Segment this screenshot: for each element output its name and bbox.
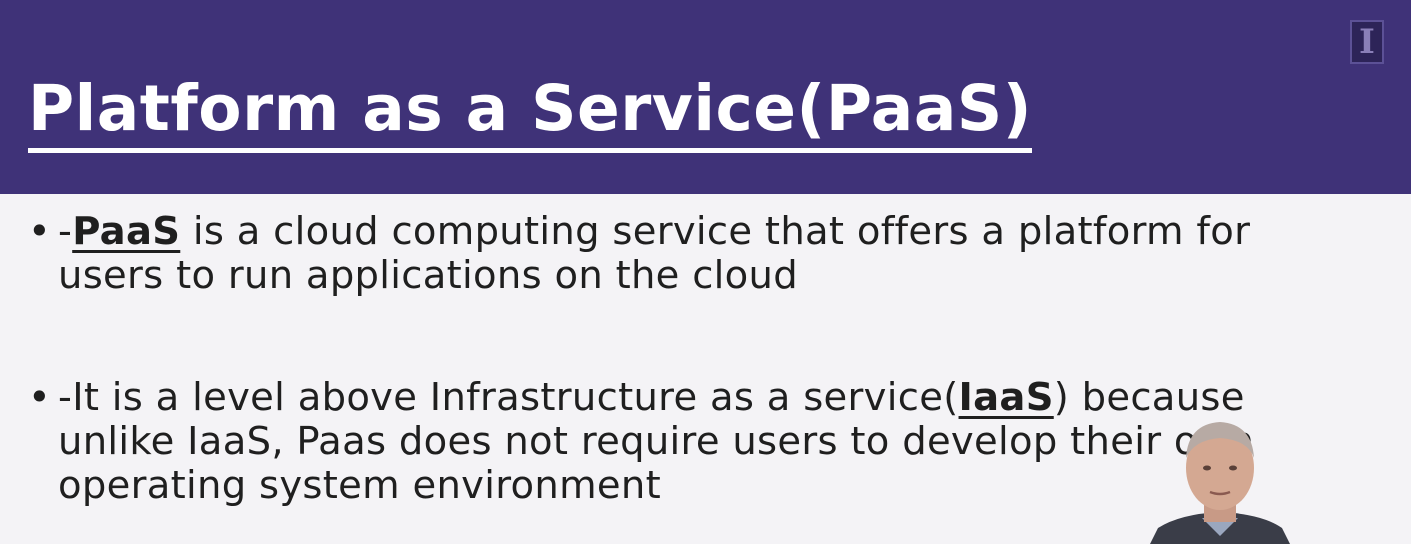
bullet-paas-definition: • -PaaS is a cloud computing service tha…	[28, 210, 1368, 298]
logo-letter: I	[1359, 22, 1375, 62]
bullet-text: -It is a level above Infrastructure as a…	[58, 376, 1368, 508]
bullet-text: -PaaS is a cloud computing service that …	[58, 210, 1368, 298]
bullet-iaas-comparison: • -It is a level above Infrastructure as…	[28, 376, 1368, 508]
bullet-marker: •	[28, 375, 52, 420]
bullet-prefix: -It is a level above Infrastructure as a…	[58, 375, 959, 420]
university-logo: I	[1350, 20, 1384, 64]
slide-header: Platform as a Service(PaaS) I	[0, 0, 1411, 194]
presenter-mouth	[1209, 490, 1231, 496]
presenter-right-eye	[1229, 465, 1237, 471]
presenter-collar	[1202, 518, 1238, 536]
slide-title: Platform as a Service(PaaS)	[28, 70, 1032, 153]
bullet-marker: •	[28, 209, 52, 254]
bullet-prefix: -	[58, 209, 73, 254]
slide-content: • -PaaS is a cloud computing service tha…	[0, 194, 1411, 544]
term-iaas: IaaS	[958, 375, 1054, 420]
presenter-hair	[1186, 422, 1254, 458]
presenter-video-overlay	[1150, 422, 1290, 544]
bullet-rest: ) because unlike IaaS, Paas does not req…	[58, 375, 1255, 508]
term-paas: PaaS	[72, 209, 181, 254]
presenter-left-eye	[1203, 465, 1211, 471]
presenter-head	[1186, 426, 1254, 510]
bullet-rest: is a cloud computing service that offers…	[58, 209, 1251, 298]
